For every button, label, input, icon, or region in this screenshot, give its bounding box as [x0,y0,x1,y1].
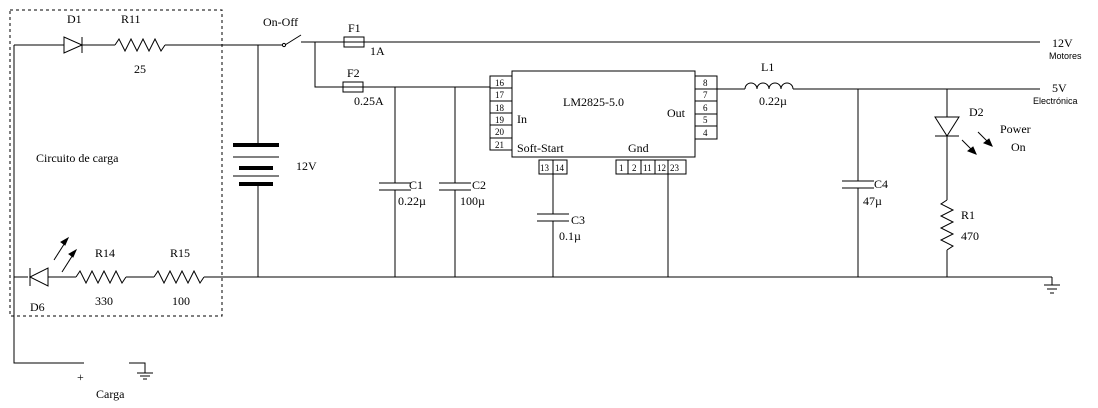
r15-value: 100 [172,294,190,308]
wire [716,80,745,90]
pin-label: 7 [703,90,708,100]
pin-label: 4 [703,128,708,138]
pin-label: 12 [657,163,666,173]
charger-label: Circuito de carga [36,151,119,165]
c1-label: C1 [409,178,423,192]
d6-label: D6 [30,300,45,314]
battery-symbol [233,143,279,186]
regulator-in-label: In [517,112,527,126]
c4-value: 47µ [863,194,882,208]
led-d6 [28,236,78,287]
output-12v-desc: Motores [1049,51,1082,61]
pin-label: 6 [703,103,708,113]
f1-value: 1A [370,44,385,58]
led-d2 [934,116,993,155]
resistor-r15 [153,269,205,285]
power-on-label-line1: Power [1000,122,1031,136]
pin-label: 5 [703,115,708,125]
charger-boundary [9,9,223,317]
f2-value: 0.25A [354,94,384,108]
r15-label: R15 [170,246,190,260]
f2-label: F2 [347,66,360,80]
output-5v: 5V [1052,81,1067,95]
c1-value: 0.22µ [398,194,426,208]
pin-label: 23 [670,163,680,173]
regulator-soft-start-label: Soft-Start [517,141,564,155]
pin-label: 11 [643,163,652,173]
resistor-r11 [114,37,166,53]
ground-symbol-main [1044,284,1060,294]
resistor-r14 [75,269,127,285]
pin-label: 1 [619,163,624,173]
ground-symbol [137,372,153,380]
l1-value: 0.22µ [759,94,787,108]
pin-dividers [490,87,512,139]
load-plus-sign: + [77,370,84,384]
c3-value: 0.1µ [559,229,581,243]
wire [13,45,84,364]
pin-label: 8 [703,78,708,88]
c4-label: C4 [874,177,888,191]
pin-label: 16 [495,78,505,88]
battery-voltage: 12V [296,159,317,173]
pin-dividers [695,88,717,127]
output-5v-desc: Electrónica [1033,96,1078,106]
d2-label: D2 [969,105,984,119]
c3-label: C3 [571,213,585,227]
f1-label: F1 [348,21,361,35]
r14-value: 330 [95,294,113,308]
pin-label: 18 [495,103,505,113]
resistor-r1 [939,199,955,251]
pin-label: 20 [495,127,505,137]
d1-label: D1 [67,12,82,26]
l1-label: L1 [761,60,774,74]
pin-label: 21 [495,140,504,150]
c2-value: 100µ [460,194,485,208]
pin-label: 17 [495,90,505,100]
switch-on-off[interactable] [284,34,302,46]
pin-label: 2 [632,163,637,173]
regulator-gnd-label: Gnd [628,141,649,155]
regulator-out-label: Out [667,106,686,120]
r11-value: 25 [134,62,146,76]
r1-label: R1 [961,208,975,222]
wire [314,42,343,88]
capacitor-c4 [842,180,874,189]
pin-label: 13 [540,163,550,173]
wire [129,362,146,373]
inductor-l1 [744,82,794,90]
power-on-label-line2: On [1011,140,1026,154]
capacitor-c1 [379,182,411,191]
load-label: Carga [96,387,125,401]
capacitor-c2 [439,182,471,191]
switch-label: On-Off [263,15,298,29]
r14-label: R14 [95,246,115,260]
r1-value: 470 [961,229,979,243]
pin-dividers [627,160,669,174]
regulator-name: LM2825-5.0 [563,95,624,109]
pin-label: 19 [495,115,505,125]
diode-d1 [63,36,84,54]
pin-label: 14 [555,163,565,173]
c2-label: C2 [472,178,486,192]
output-12v: 12V [1052,36,1073,50]
regulator-ic [511,70,696,158]
r11-label: R11 [121,12,141,26]
capacitor-c3 [537,213,569,222]
pin-block-output [694,75,718,140]
